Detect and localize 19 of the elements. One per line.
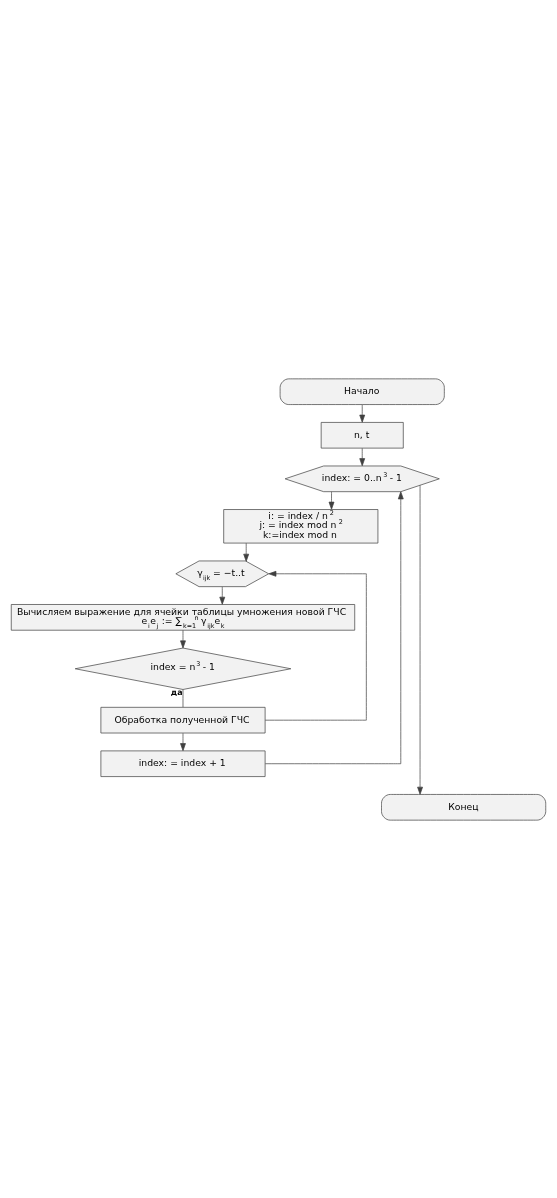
arrow: [180, 629, 186, 648]
node-box: Обработка полученной ГЧС: [100, 706, 266, 733]
node-diamond: index = n$^{3}$ - 1: [74, 647, 292, 690]
arrow: [264, 490, 404, 764]
node-box: index: = index + 1: [100, 750, 266, 777]
arrow: [219, 586, 226, 605]
arrow: [264, 570, 367, 721]
arrow: [359, 447, 366, 466]
arrow: [328, 490, 335, 510]
arrow: [417, 484, 423, 795]
arrow: [180, 732, 186, 751]
node-box: Конец: [381, 793, 547, 820]
node-box: Вычисляем выражение для ячейки таблицы умножения новой ГЧС e$_{i}$e$_{j}$ := ∑$_{k=1}$$^{n}$ γ$_{ijk}$e$_{k}$: [10, 603, 356, 631]
node-box: i: = index / n$^{2}$ j: = index mod n$^{2}$ k:=index mod n: [223, 508, 379, 543]
connector: [182, 688, 184, 707]
arrow: [243, 542, 250, 562]
node-box: n, t: [320, 421, 404, 448]
arrow: [359, 403, 366, 423]
node-box: Начало: [279, 378, 445, 405]
